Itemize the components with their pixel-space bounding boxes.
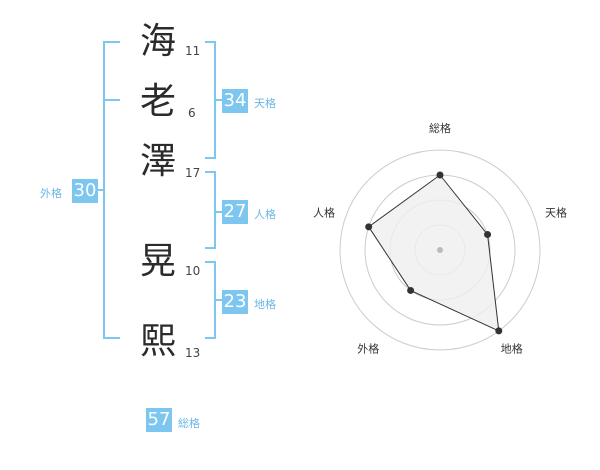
stroke-count-4: 10 [185,264,201,278]
name-char-3: 澤 [140,141,177,182]
stroke-count-1: 11 [185,44,201,58]
gaikaku-value: 30 [72,179,98,203]
stroke-count-2: 6 [188,106,196,120]
radar-center-dot [437,247,443,253]
radar-point-3 [495,327,503,335]
tenkaku-label: 天格 [254,97,276,110]
radar-point-1 [436,171,444,179]
chikaku-value: 23 [222,290,248,314]
soukaku-label: 総格 [178,417,200,430]
name-char-2: 老 [140,81,177,122]
radar-axis-label-5: 人格 [313,205,335,219]
name-char-4: 晃 [140,241,177,282]
soukaku-value: 57 [146,408,172,432]
radar-series-polygon [367,174,500,332]
radar-axis-label-4: 外格 [357,342,379,356]
radar-axis-label-3: 地格 [501,342,523,356]
radar-point-4 [407,286,415,294]
name-char-1: 海 [140,21,177,62]
radar-axis-label-1: 総格 [429,121,451,135]
radar-point-2 [484,231,492,239]
gaikaku-label: 外格 [40,187,62,200]
tenkaku-value: 34 [222,89,248,113]
radar-ring-4 [339,149,541,351]
name-char-5: 熙 [140,321,177,362]
jinkaku-label: 人格 [254,208,276,221]
radar-point-5 [365,223,373,231]
chikaku-label: 地格 [254,298,276,311]
jinkaku-value: 27 [222,200,248,224]
radar-axis-label-2: 天格 [545,205,567,219]
stroke-count-5: 13 [185,346,201,360]
stroke-count-3: 17 [185,166,201,180]
